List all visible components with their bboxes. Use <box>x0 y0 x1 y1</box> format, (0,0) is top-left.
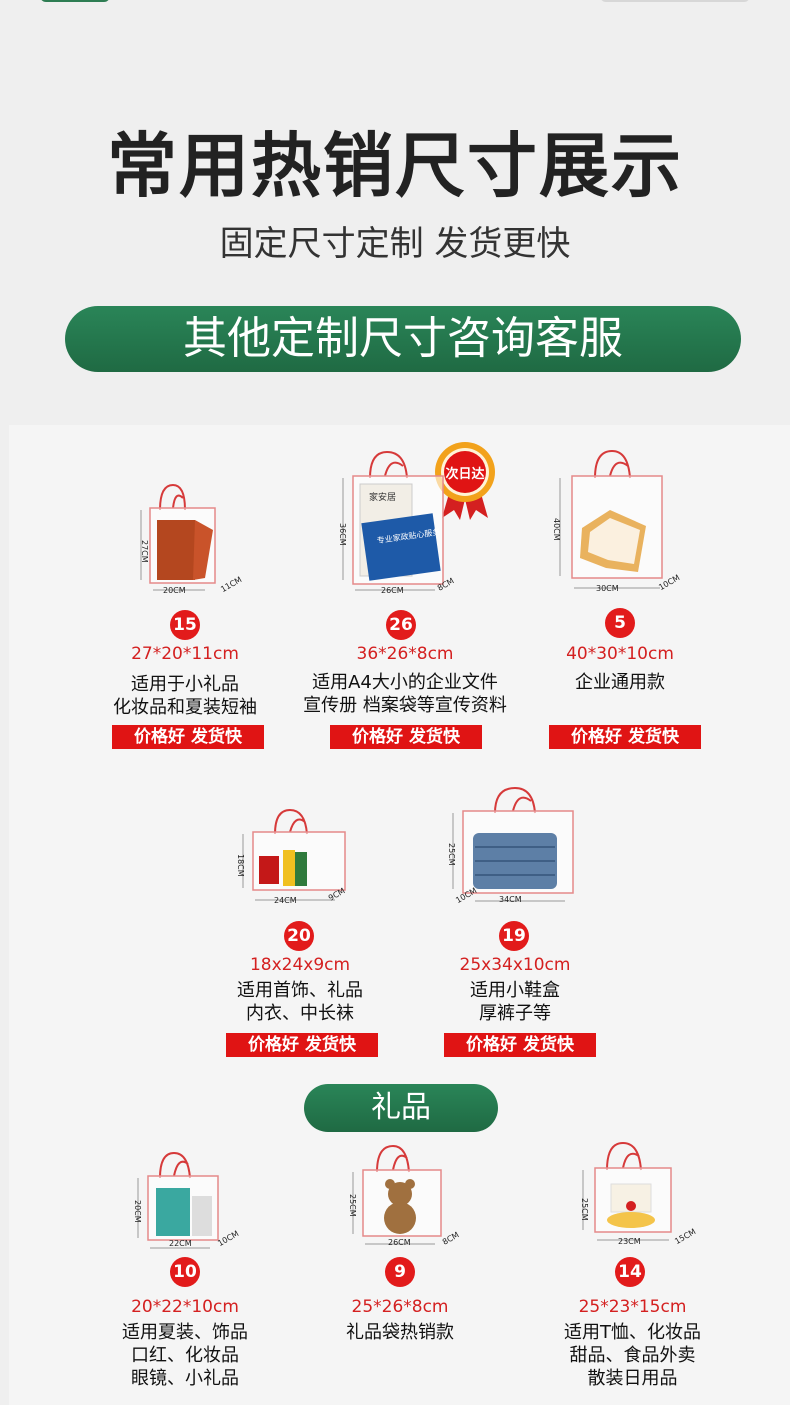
size-text: 25x34x10cm <box>459 955 571 975</box>
size-badge: 15 <box>170 610 200 640</box>
price-tag: 价格好 发货快 <box>330 725 482 749</box>
size-badge: 5 <box>605 608 635 638</box>
price-tag: 价格好 发货快 <box>226 1033 378 1057</box>
size-badge: 9 <box>385 1257 415 1287</box>
desc-line-2: 内衣、中长袜 <box>246 1003 354 1024</box>
size-text: 25*26*8cm <box>351 1297 449 1317</box>
socks-image <box>283 850 295 886</box>
size-badge: 14 <box>615 1257 645 1287</box>
desc-line-1: 适用夏装、饰品 <box>122 1322 248 1343</box>
cosmetics-image <box>156 1188 190 1236</box>
gift-card-14[interactable]: 25CM 23CM 15CM 14 25*23*15cm 适用T恤、化妆品 甜品… <box>540 1140 725 1390</box>
width-dim: 24CM <box>274 896 297 905</box>
height-dim: 20CM <box>133 1200 142 1223</box>
desc-line-2: 宣传册 档案袋等宣传资料 <box>303 695 507 716</box>
width-dim: 22CM <box>169 1239 192 1248</box>
width-dim: 34CM <box>499 895 522 904</box>
width-dim: 20CM <box>163 586 186 595</box>
page-subtitle: 固定尺寸定制 发货更快 <box>219 224 571 264</box>
height-dim: 27CM <box>140 540 149 563</box>
desc-line-1: 礼品袋热销款 <box>346 1322 454 1343</box>
medal-label: 次日达 <box>445 466 484 482</box>
size-badge: 26 <box>386 610 416 640</box>
size-text: 25*23*15cm <box>578 1297 687 1317</box>
height-dim: 18CM <box>236 854 245 877</box>
size-badge: 19 <box>499 921 529 951</box>
brochure-image <box>361 513 441 581</box>
product-card-20[interactable]: 18CM 24CM 9CM 20 18x24x9cm 适用首饰、礼品 内衣、中长… <box>210 808 390 1060</box>
next-day-medal-icon: 次日达 <box>435 442 495 520</box>
height-dim: 25CM <box>580 1198 589 1221</box>
gift-card-9[interactable]: 25CM 26CM 8CM 9 25*26*8cm 礼品袋热销款 <box>310 1142 490 1343</box>
bag-illustration <box>352 1144 442 1245</box>
page-title: 常用热销尺寸展示 <box>107 125 683 207</box>
bag-illustration <box>140 483 216 591</box>
desc-line-1: 适用A4大小的企业文件 <box>312 672 498 693</box>
top-decoration-right <box>600 0 750 2</box>
product-card-15[interactable]: 27CM 20CM 11CM 15 27*20*11cm 适用于小礼品 化妆品和… <box>95 480 275 750</box>
gift-card-10[interactable]: 20CM 22CM 10CM 10 20*22*10cm 适用夏装、饰品 口红、… <box>95 1150 275 1390</box>
desc-line-1: 适用于小礼品 <box>131 674 239 695</box>
desc-line-2: 甜品、食品外卖 <box>569 1345 696 1366</box>
desc-line-2: 口红、化妆品 <box>131 1345 239 1366</box>
size-text: 18x24x9cm <box>249 955 351 975</box>
top-decoration-left <box>40 0 110 2</box>
gift-section-label[interactable]: 礼品 <box>304 1084 498 1132</box>
price-tag: 价格好 发货快 <box>444 1033 596 1057</box>
size-text: 27*20*11cm <box>131 644 239 664</box>
desc-line-3: 散装日用品 <box>587 1368 678 1389</box>
product-card-26[interactable]: 家安居 专业家政贴心服务 36CM 26CM 8CM 26 36*26*8cm … <box>295 448 515 750</box>
bag-illustration <box>137 1151 219 1249</box>
width-dim: 26CM <box>381 586 404 595</box>
teddy-bear-image <box>388 1182 412 1206</box>
size-badge: 10 <box>170 1257 200 1287</box>
bag-illustration <box>242 808 346 901</box>
product-card-5[interactable]: 40CM 30CM 10CM 5 40*30*10cm 企业通用款 价格好 发货… <box>530 448 710 750</box>
price-tag: 价格好 发货快 <box>112 725 264 749</box>
desc-line-2: 化妆品和夏装短袖 <box>113 697 257 718</box>
product-card-19[interactable]: 25CM 34CM 10CM 19 25x34x10cm 适用小鞋盒 厚裤子等 … <box>425 785 605 1060</box>
svg-text:家安居: 家安居 <box>369 491 396 503</box>
height-dim: 25CM <box>447 843 456 866</box>
desc-line-3: 眼镜、小礼品 <box>131 1368 239 1389</box>
size-text: 40*30*10cm <box>566 644 674 664</box>
desc-line-2: 厚裤子等 <box>479 1003 551 1024</box>
custom-size-banner[interactable]: 其他定制尺寸咨询客服 <box>65 306 741 372</box>
desc-line-1: 企业通用款 <box>575 672 665 693</box>
bag-illustration <box>559 449 663 589</box>
cake-image <box>607 1212 655 1228</box>
height-dim: 40CM <box>552 518 561 541</box>
scarf-image <box>157 520 195 580</box>
size-badge: 20 <box>284 921 314 951</box>
height-dim: 36CM <box>338 523 347 546</box>
bag-illustration <box>452 786 574 902</box>
bag-illustration <box>582 1141 672 1241</box>
desc-line-1: 适用T恤、化妆品 <box>564 1322 701 1343</box>
size-text: 20*22*10cm <box>131 1297 239 1317</box>
width-dim: 23CM <box>618 1237 641 1246</box>
size-text: 36*26*8cm <box>356 644 454 664</box>
width-dim: 26CM <box>388 1238 411 1247</box>
height-dim: 25CM <box>348 1194 357 1217</box>
desc-line-1: 适用首饰、礼品 <box>237 980 363 1001</box>
bag-illustration: 家安居 专业家政贴心服务 <box>342 450 444 591</box>
width-dim: 30CM <box>596 584 619 593</box>
desc-line-1: 适用小鞋盒 <box>470 980 560 1001</box>
price-tag: 价格好 发货快 <box>549 725 701 749</box>
